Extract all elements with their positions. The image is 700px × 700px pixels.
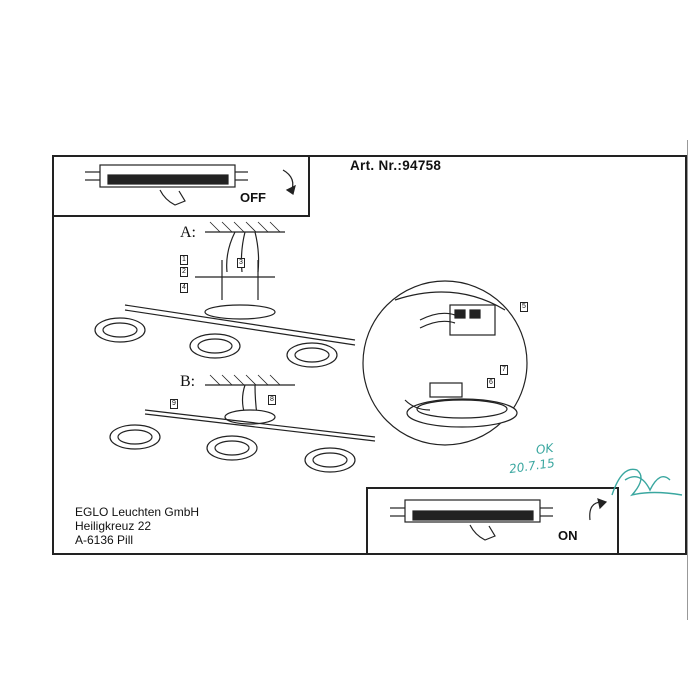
- on-label: ON: [558, 528, 578, 543]
- part-number-1: 1: [180, 255, 188, 265]
- part-number-2: 2: [180, 267, 188, 277]
- address-line-1: EGLO Leuchten GmbH: [75, 505, 200, 519]
- step-b-label: B:: [180, 373, 196, 390]
- part-number-9: 9: [170, 399, 178, 409]
- step-a-label: A:: [180, 224, 196, 241]
- manufacturer-address: EGLO Leuchten GmbH Heiligkreuz 22 A-6136…: [75, 505, 199, 547]
- address-line-3: A-6136 Pill: [75, 533, 134, 547]
- scan-edge-line: [687, 140, 688, 620]
- part-number-4: 4: [180, 283, 188, 293]
- terminal-block-on: [390, 499, 553, 523]
- part-number-8: 8: [268, 395, 276, 405]
- article-number: Art. Nr.:94758: [350, 158, 442, 173]
- part-number-5: 5: [520, 302, 528, 312]
- part-number-7: 7: [500, 365, 508, 375]
- address-line-2: Heiligkreuz 22: [75, 519, 152, 533]
- terminal-block-off: [85, 164, 248, 188]
- hand-icon-off: [159, 189, 186, 206]
- part-number-3: 3: [237, 258, 245, 268]
- part-number-6: 6: [487, 378, 495, 388]
- hand-icon-on: [469, 524, 496, 541]
- off-label: OFF: [240, 190, 266, 205]
